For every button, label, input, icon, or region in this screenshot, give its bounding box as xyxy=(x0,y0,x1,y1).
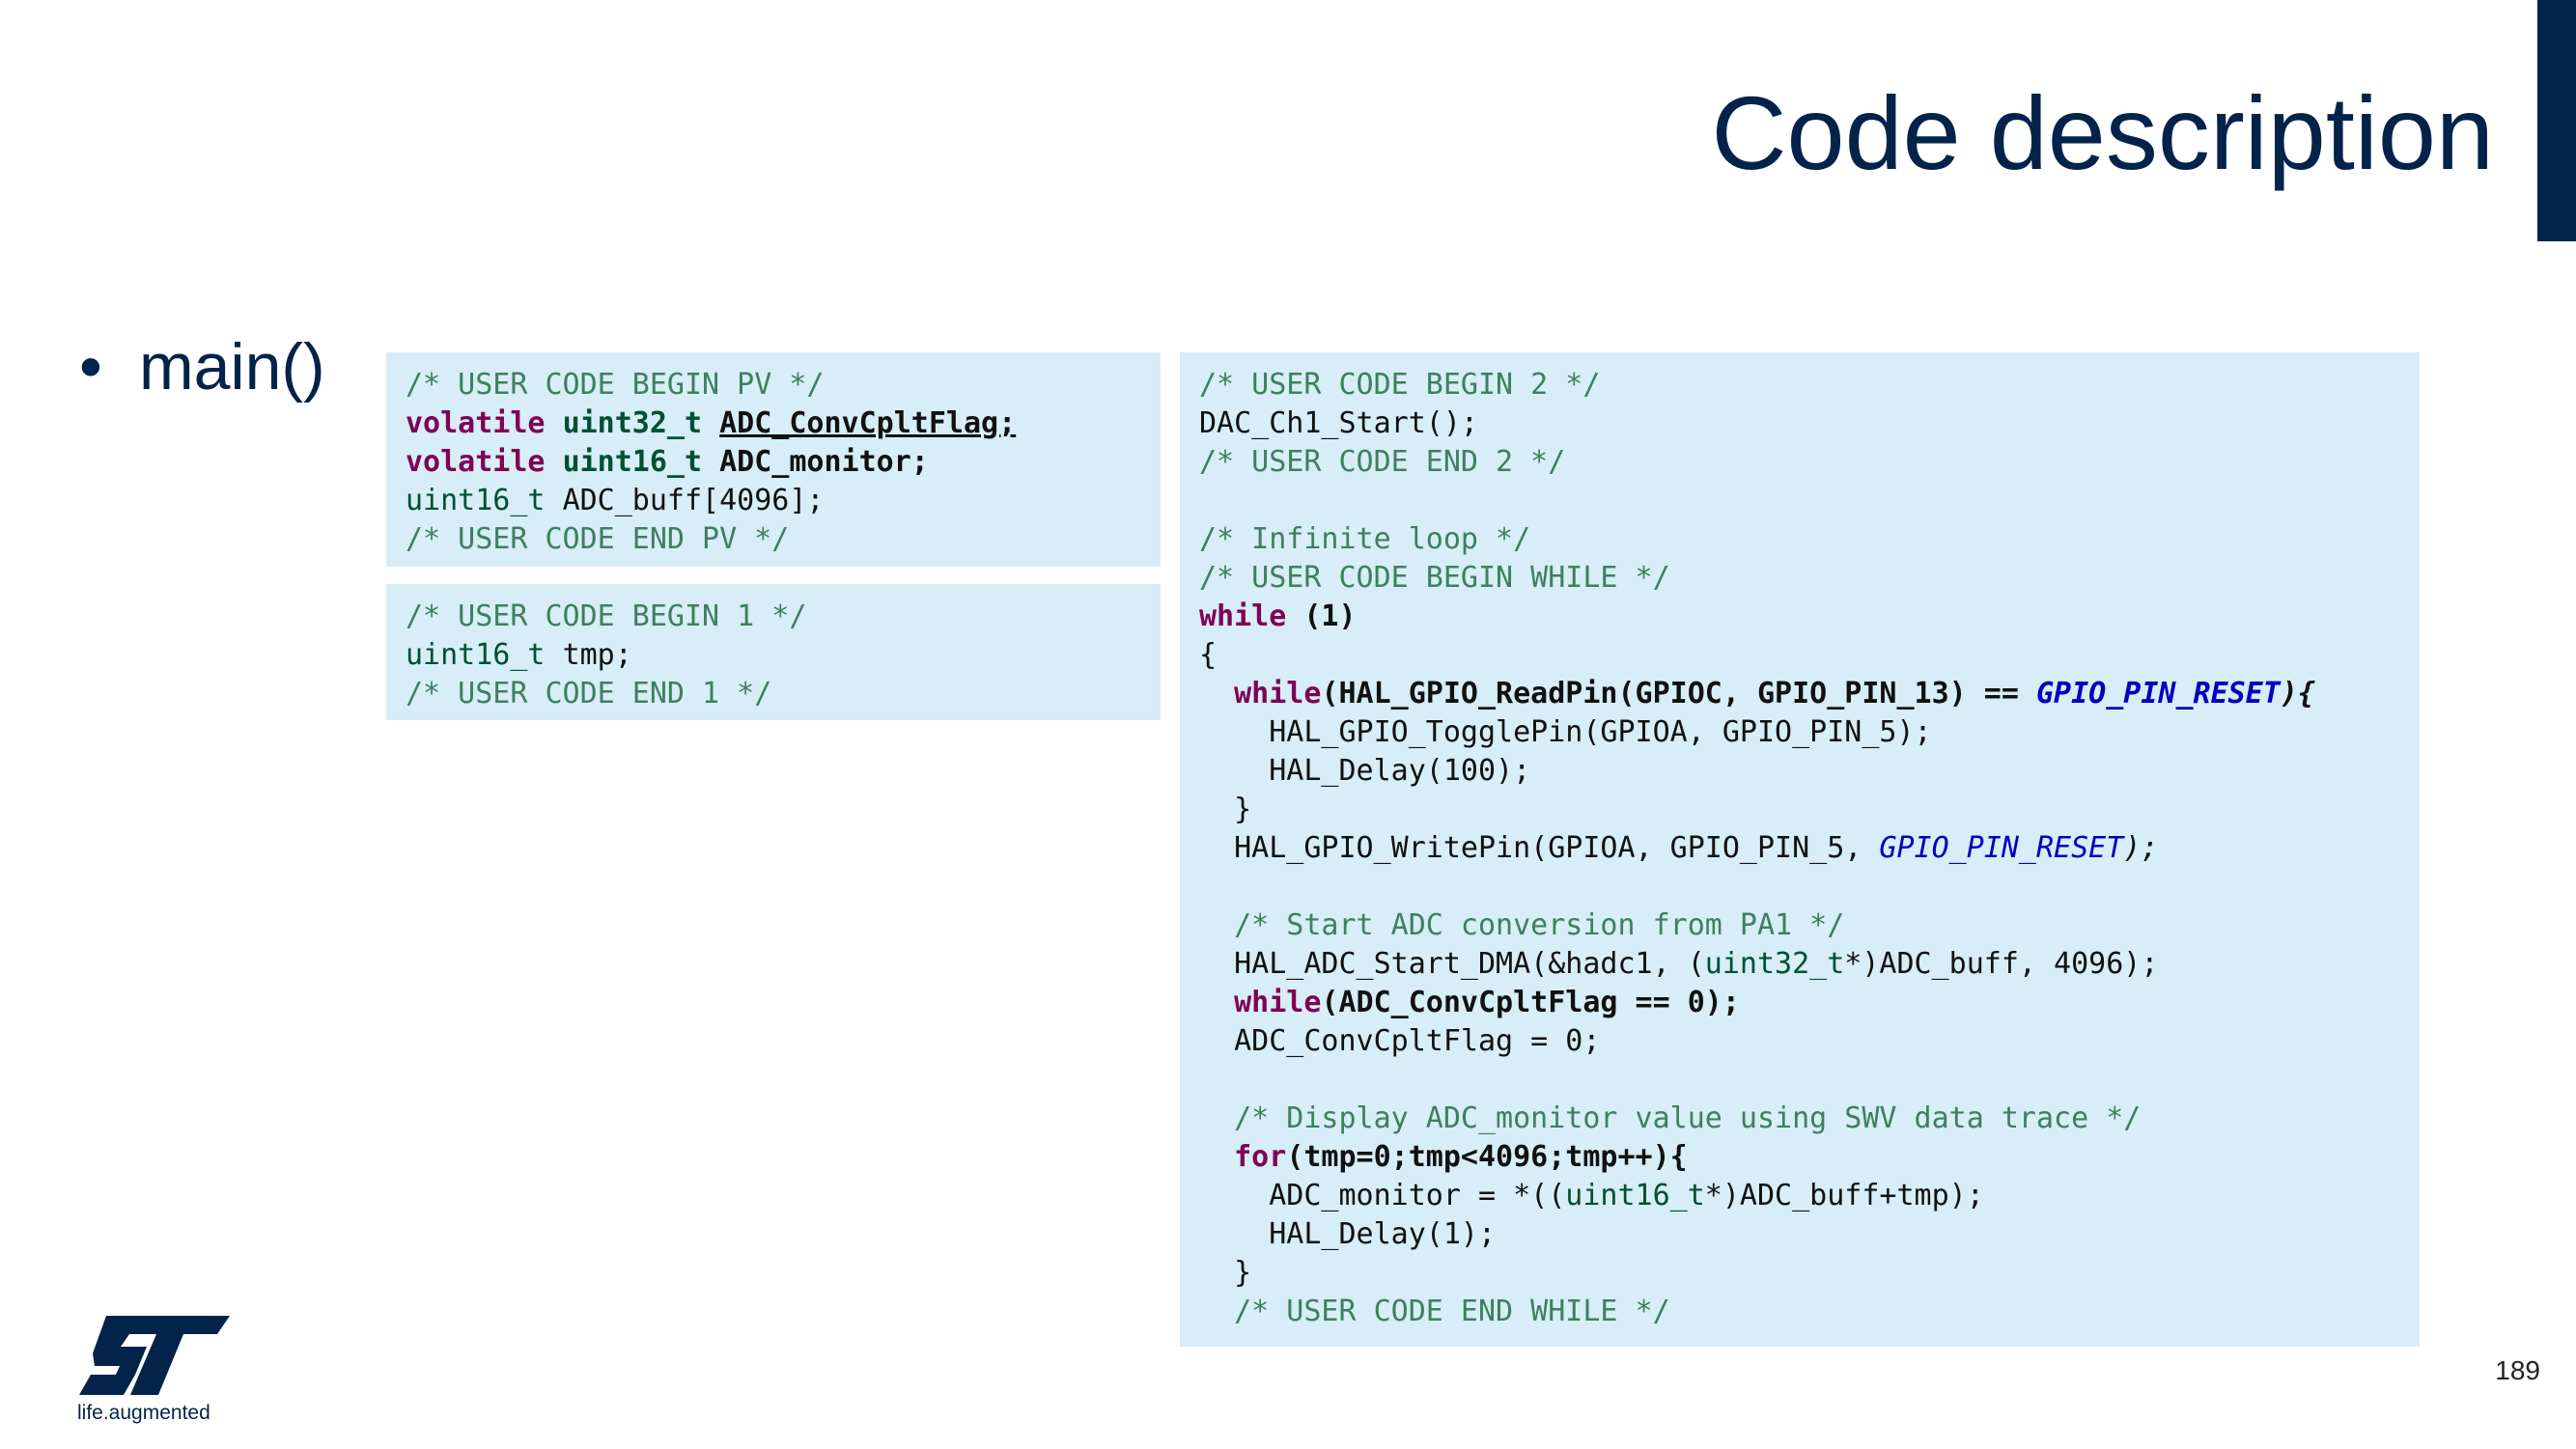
code-line: /* Start ADC conversion from PA1 */ xyxy=(1199,906,2400,945)
code-comment: /* USER CODE END 2 */ xyxy=(1199,445,1566,479)
code-line: DAC_Ch1_Start(); xyxy=(1199,404,2400,443)
code-text: *)ADC_buff, 4096); xyxy=(1844,947,2159,981)
code-line: while (1) xyxy=(1199,598,2400,636)
code-line: /* Infinite loop */ xyxy=(1199,520,2400,559)
code-comment: /* USER CODE BEGIN WHILE */ xyxy=(1199,561,1670,595)
code-comment: /* USER CODE BEGIN 2 */ xyxy=(1199,368,1601,402)
code-keyword: for xyxy=(1234,1140,1287,1174)
code-comment: /* USER CODE END 1 */ xyxy=(406,677,772,711)
code-line: /* USER CODE BEGIN PV */ xyxy=(406,366,1141,404)
page-number: 189 xyxy=(2495,1355,2540,1385)
code-comment: /* USER CODE BEGIN PV */ xyxy=(406,368,825,402)
code-keyword: while xyxy=(1199,599,1287,633)
code-line: volatile uint32_t ADC_ConvCpltFlag; xyxy=(406,404,1141,443)
code-line: HAL_GPIO_TogglePin(GPIOA, GPIO_PIN_5); xyxy=(1199,713,2400,752)
st-logo-icon xyxy=(79,1316,230,1395)
code-text: (tmp=0;tmp<4096;tmp++){ xyxy=(1286,1140,1688,1174)
code-block-main-loop: /* USER CODE BEGIN 2 */ DAC_Ch1_Start();… xyxy=(1180,352,2420,1347)
code-enum-constant: GPIO_PIN_RESET xyxy=(1879,831,2124,865)
code-line: /* USER CODE END PV */ xyxy=(406,520,1141,559)
code-block-user-code-1: /* USER CODE BEGIN 1 */ uint16_t tmp; /*… xyxy=(386,584,1161,720)
st-logo: life.augmented xyxy=(77,1313,232,1429)
code-identifier: ADC_monitor; xyxy=(719,445,929,479)
code-keyword: while xyxy=(1234,677,1322,711)
code-line: HAL_Delay(1); xyxy=(1199,1215,2400,1254)
logo-tagline: life.augmented xyxy=(77,1402,210,1424)
code-text: *)ADC_buff+tmp); xyxy=(1704,1179,1984,1212)
code-type: uint32_t xyxy=(1704,947,1845,981)
code-comment: /* USER CODE END PV */ xyxy=(406,522,790,556)
code-line: for(tmp=0;tmp<4096;tmp++){ xyxy=(1199,1138,2400,1177)
code-line: ADC_monitor = *((uint16_t*)ADC_buff+tmp)… xyxy=(1199,1177,2400,1215)
code-line: uint16_t ADC_buff[4096]; xyxy=(406,482,1141,520)
code-text: ADC_monitor = *(( xyxy=(1269,1179,1566,1212)
bullet-text: main() xyxy=(139,330,325,404)
code-comment: /* Infinite loop */ xyxy=(1199,522,1531,556)
code-text: (HAL_GPIO_ReadPin(GPIOC, GPIO_PIN_13) == xyxy=(1321,677,2019,711)
code-type: uint16_t xyxy=(406,638,546,672)
code-block-private-variables: /* USER CODE BEGIN PV */ volatile uint32… xyxy=(386,352,1161,567)
code-blank-line xyxy=(1199,868,2400,906)
code-text: (1) xyxy=(1303,599,1357,633)
code-blank-line xyxy=(1199,1061,2400,1100)
code-text: HAL_Delay(1); xyxy=(1269,1217,1497,1251)
code-keyword: volatile xyxy=(406,445,546,479)
code-line: } xyxy=(1199,791,2400,829)
code-line: /* USER CODE BEGIN WHILE */ xyxy=(1199,559,2400,598)
code-line: volatile uint16_t ADC_monitor; xyxy=(406,443,1141,482)
code-text: { xyxy=(1199,638,1218,672)
bullet-item: • main() xyxy=(79,328,325,405)
code-comment: /* USER CODE END WHILE */ xyxy=(1234,1295,1670,1328)
code-comment: /* USER CODE BEGIN 1 */ xyxy=(406,599,807,633)
code-text: ){ xyxy=(2280,677,2315,711)
code-line: /* USER CODE END 1 */ xyxy=(406,675,1141,713)
code-text: } xyxy=(1234,1256,1252,1290)
code-text: ADC_buff[4096]; xyxy=(562,484,825,517)
code-type: uint32_t xyxy=(562,406,703,440)
code-line: /* USER CODE END 2 */ xyxy=(1199,443,2400,482)
code-line: } xyxy=(1199,1254,2400,1293)
code-line: ADC_ConvCpltFlag = 0; xyxy=(1199,1022,2400,1061)
code-line: while(HAL_GPIO_ReadPin(GPIOC, GPIO_PIN_1… xyxy=(1199,675,2400,713)
code-text: HAL_GPIO_TogglePin(GPIOA, GPIO_PIN_5); xyxy=(1269,715,1932,749)
code-line: /* USER CODE BEGIN 1 */ xyxy=(406,598,1141,636)
code-type: uint16_t xyxy=(562,445,703,479)
code-identifier: ADC_ConvCpltFlag; xyxy=(719,406,1017,440)
code-comment: /* Display ADC_monitor value using SWV d… xyxy=(1234,1101,2142,1135)
code-text: } xyxy=(1234,793,1252,826)
code-text: ADC_ConvCpltFlag = 0; xyxy=(1234,1024,1601,1058)
code-line: /* USER CODE END WHILE */ xyxy=(1199,1293,2400,1331)
code-blank-line xyxy=(1199,482,2400,520)
code-line: HAL_ADC_Start_DMA(&hadc1, (uint32_t*)ADC… xyxy=(1199,945,2400,984)
slide-title: Code description xyxy=(1711,74,2494,191)
code-line: /* Display ADC_monitor value using SWV d… xyxy=(1199,1100,2400,1138)
code-enum-constant: GPIO_PIN_RESET xyxy=(2035,677,2281,711)
code-keyword: volatile xyxy=(406,406,546,440)
code-line: { xyxy=(1199,636,2400,675)
code-keyword: while xyxy=(1234,986,1322,1019)
code-text: HAL_GPIO_WritePin(GPIOA, GPIO_PIN_5, xyxy=(1234,831,1862,865)
code-line: HAL_Delay(100); xyxy=(1199,752,2400,791)
code-text: (ADC_ConvCpltFlag == 0); xyxy=(1321,986,1740,1019)
code-text: HAL_ADC_Start_DMA(&hadc1, ( xyxy=(1234,947,1705,981)
code-line: uint16_t tmp; xyxy=(406,636,1141,675)
code-line: HAL_GPIO_WritePin(GPIOA, GPIO_PIN_5, GPI… xyxy=(1199,829,2400,868)
code-type: uint16_t xyxy=(406,484,546,517)
code-text: tmp; xyxy=(562,638,632,672)
code-type: uint16_t xyxy=(1565,1179,1705,1212)
code-line: /* USER CODE BEGIN 2 */ xyxy=(1199,366,2400,404)
code-text: ); xyxy=(2123,831,2159,865)
code-text: DAC_Ch1_Start(); xyxy=(1199,406,1478,440)
code-text: HAL_Delay(100); xyxy=(1269,754,1531,788)
code-line: while(ADC_ConvCpltFlag == 0); xyxy=(1199,984,2400,1022)
title-accent-bar xyxy=(2537,0,2576,241)
bullet-dot-icon: • xyxy=(79,330,102,404)
code-comment: /* Start ADC conversion from PA1 */ xyxy=(1234,908,1845,942)
